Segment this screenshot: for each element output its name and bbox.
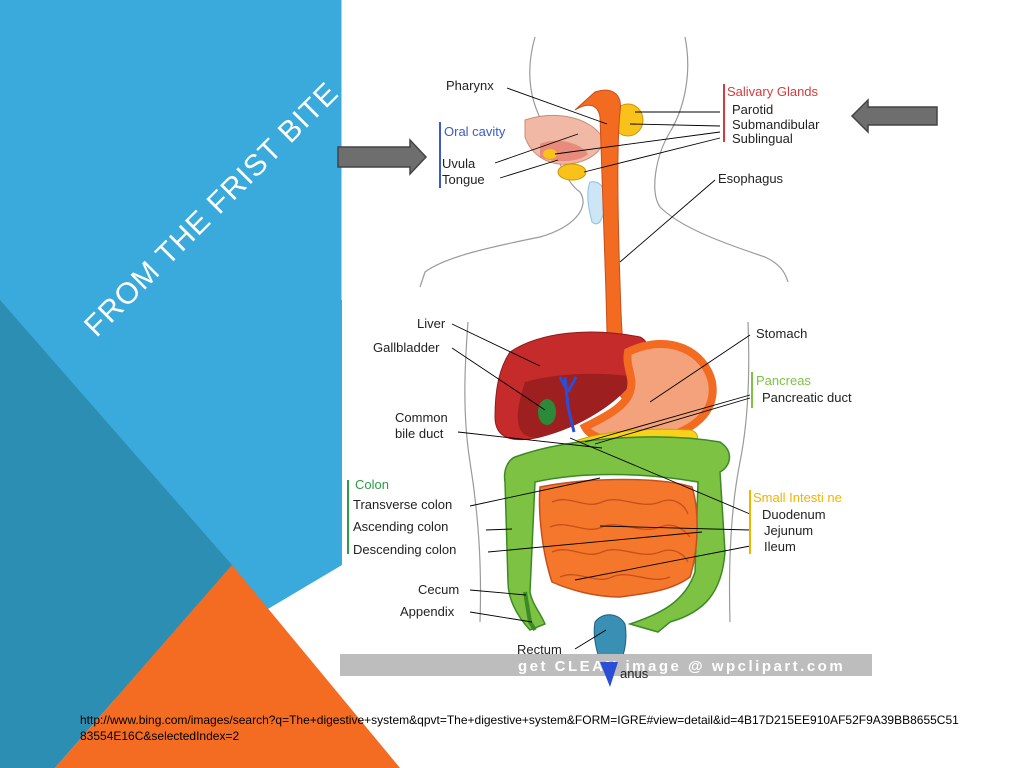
label-appendix: Appendix: [400, 604, 455, 619]
label-small-intestine: Small Intesti ne: [753, 490, 842, 505]
label-jejunum: Jejunum: [764, 523, 813, 538]
label-ascending-colon: Ascending colon: [353, 519, 448, 534]
orange-triangle: [55, 565, 400, 768]
label-esophagus: Esophagus: [718, 171, 784, 186]
label-gallbladder: Gallbladder: [373, 340, 440, 355]
label-salivary-glands: Salivary Glands: [727, 84, 819, 99]
label-common: Common: [395, 410, 448, 425]
anus-shape: [600, 662, 618, 687]
label-duodenum: Duodenum: [762, 507, 826, 522]
label-colon: Colon: [355, 477, 389, 492]
watermark-text: get CLEAN image @ wpclipart.com: [518, 658, 845, 675]
blue-panel: [0, 0, 342, 300]
dark-blue-triangle: [0, 300, 232, 768]
sublingual-gland: [543, 149, 557, 159]
label-pharynx: Pharynx: [446, 78, 494, 93]
label-cecum: Cecum: [418, 582, 459, 597]
label-rectum: Rectum: [517, 642, 562, 657]
label-bile-duct: bile duct: [395, 426, 444, 441]
gallbladder-shape: [538, 399, 556, 425]
label-ileum: Ileum: [764, 539, 796, 554]
label-transverse-colon: Transverse colon: [353, 497, 452, 512]
label-oral-cavity: Oral cavity: [444, 124, 506, 139]
label-sublingual: Sublingual: [732, 131, 793, 146]
right-pointing-arrow: [337, 138, 428, 176]
label-pancreatic-duct: Pancreatic duct: [762, 390, 852, 405]
label-pancreas: Pancreas: [756, 373, 811, 388]
digestive-system-diagram: Pharynx Oral cavity Uvula Tongue Salivar…: [340, 36, 872, 687]
submandibular-gland: [557, 163, 587, 181]
body-outline: [419, 36, 789, 623]
label-anus: anus: [620, 666, 649, 681]
label-uvula: Uvula: [442, 156, 476, 171]
label-liver: Liver: [417, 316, 446, 331]
small-intestine-shape: [538, 478, 698, 598]
label-descending-colon: Descending colon: [353, 542, 456, 557]
leader-lines: [451, 87, 751, 650]
label-stomach: Stomach: [756, 326, 807, 341]
label-tongue: Tongue: [442, 172, 485, 187]
label-parotid: Parotid: [732, 102, 773, 117]
source-link[interactable]: http://www.bing.com/images/search?q=The+…: [80, 713, 959, 743]
label-submandibular: Submandibular: [732, 117, 820, 132]
left-pointing-arrow: [850, 98, 938, 134]
bile-duct-shape: [558, 376, 578, 433]
